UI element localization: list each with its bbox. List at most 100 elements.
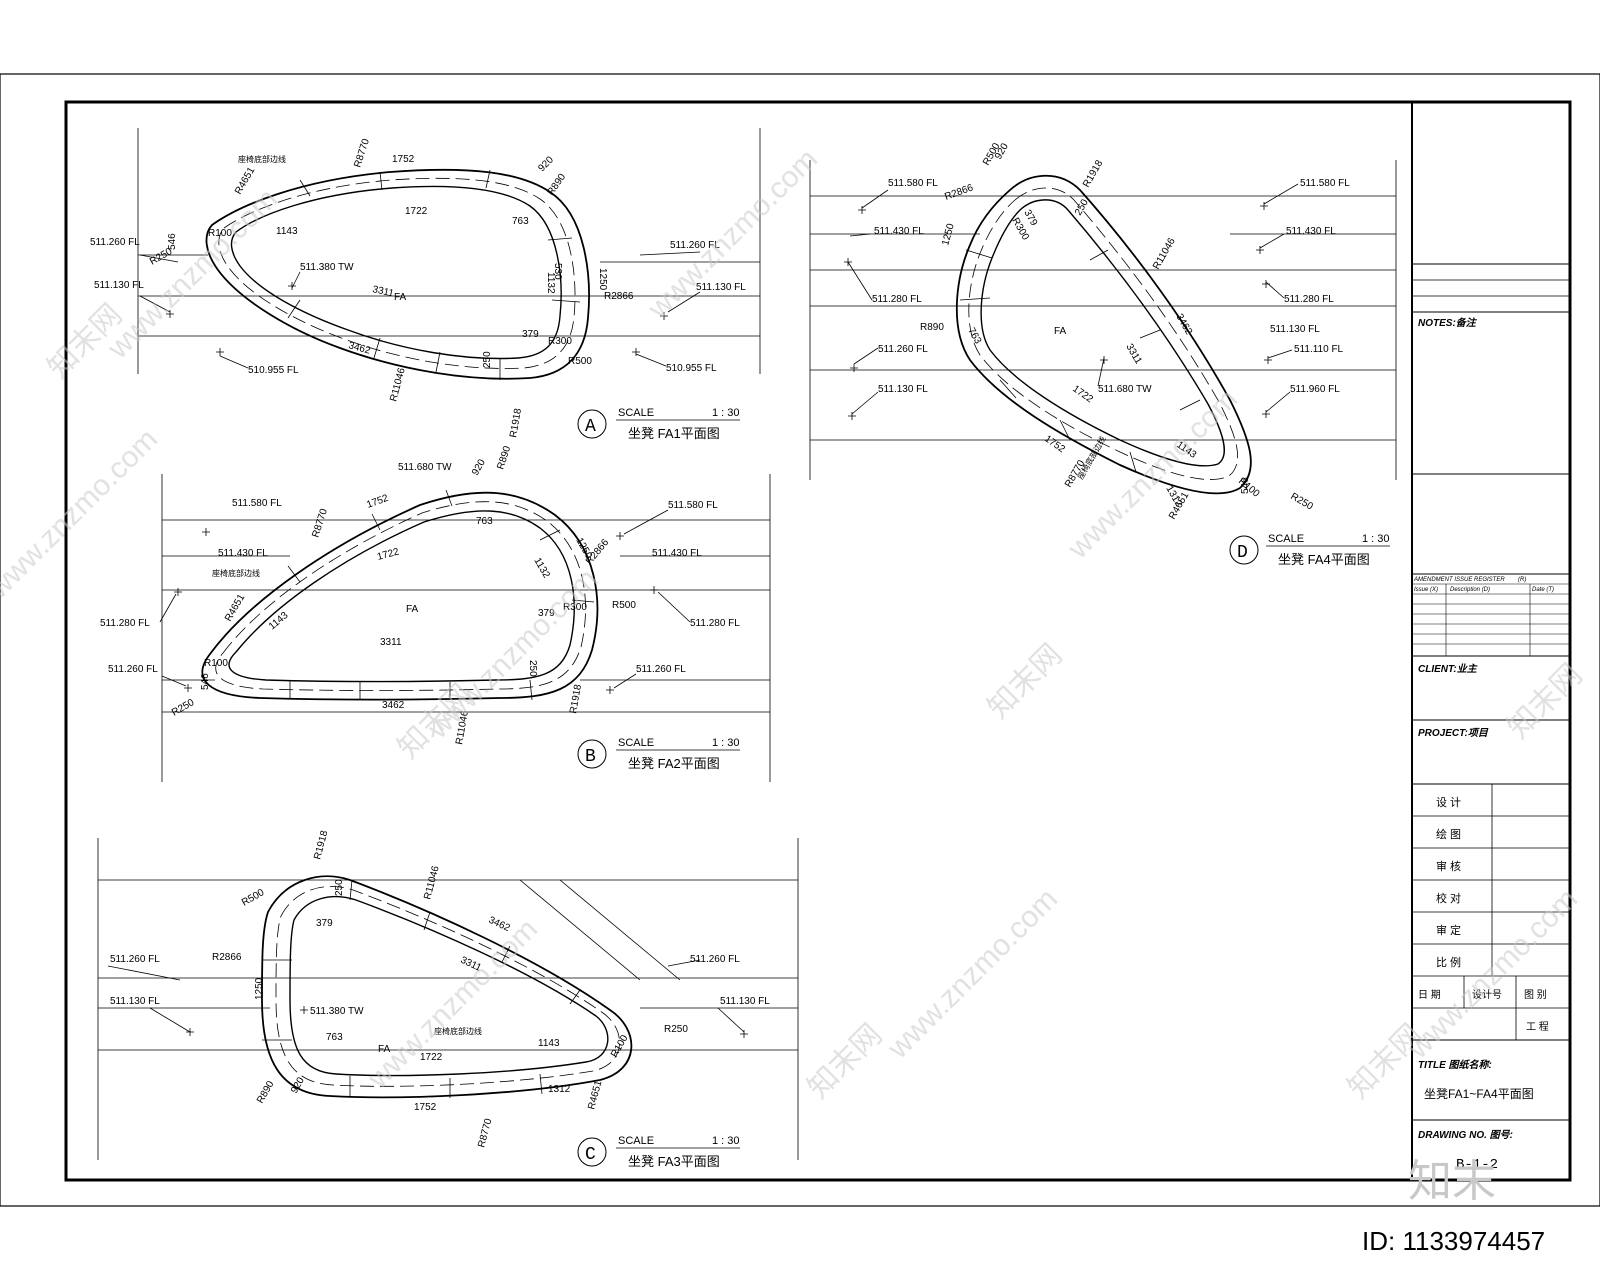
- svg-text:知末网: 知末网: [1342, 1018, 1429, 1105]
- svg-text:Description (D): Description (D): [1450, 587, 1490, 593]
- svg-text:1 : 30: 1 : 30: [712, 1135, 740, 1147]
- svg-text:511.130 FL: 511.130 FL: [110, 996, 160, 1007]
- svg-text:座椅底部边线: 座椅底部边线: [238, 154, 286, 164]
- svg-text:511.430 FL: 511.430 FL: [874, 226, 924, 237]
- svg-text:R11046: R11046: [1151, 236, 1178, 272]
- svg-text:3311: 3311: [371, 284, 395, 299]
- svg-text:920: 920: [536, 154, 556, 174]
- svg-text:Issue (X): Issue (X): [1414, 587, 1438, 593]
- svg-text:R8770: R8770: [352, 137, 372, 169]
- svg-text:511.280 FL: 511.280 FL: [1284, 294, 1334, 305]
- svg-text:763: 763: [965, 326, 983, 346]
- svg-text:坐凳 FA3平面图: 坐凳 FA3平面图: [628, 1154, 720, 1169]
- svg-text:1722: 1722: [376, 546, 401, 562]
- svg-text:511.680 TW: 511.680 TW: [1098, 384, 1152, 395]
- svg-text:1722: 1722: [1070, 383, 1095, 405]
- svg-text:www.znzmo.com: www.znzmo.com: [641, 142, 824, 325]
- svg-text:510.955 FL: 510.955 FL: [666, 363, 717, 374]
- svg-text:511.580 FL: 511.580 FL: [1300, 178, 1350, 189]
- svg-text:1752: 1752: [392, 154, 415, 165]
- svg-text:R100: R100: [208, 228, 232, 239]
- svg-text:511.260 FL: 511.260 FL: [670, 240, 720, 251]
- svg-text:R11046: R11046: [422, 864, 442, 900]
- svg-text:R1918: R1918: [508, 407, 524, 438]
- svg-text:SCALE: SCALE: [618, 1135, 654, 1147]
- svg-text:绘 图: 绘 图: [1436, 827, 1461, 841]
- svg-text:R500: R500: [612, 600, 636, 611]
- svg-text:R890: R890: [545, 171, 568, 197]
- svg-text:设 计: 设 计: [1436, 796, 1461, 809]
- svg-text:R890: R890: [920, 322, 944, 333]
- svg-text:审 核: 审 核: [1436, 859, 1461, 873]
- svg-text:250: 250: [482, 351, 493, 368]
- svg-text:511.280 FL: 511.280 FL: [690, 618, 740, 629]
- svg-text:知末网: 知末网: [1502, 658, 1589, 745]
- svg-text:511.430 FL: 511.430 FL: [218, 548, 268, 559]
- outer-border: [0, 73, 1600, 1207]
- svg-text:511.430 FL: 511.430 FL: [652, 548, 702, 559]
- svg-text:R300: R300: [548, 336, 572, 347]
- watermark-id: ID: 1133974457: [1362, 1226, 1545, 1256]
- svg-text:511.130 FL: 511.130 FL: [1270, 324, 1320, 335]
- svg-text:511.260 FL: 511.260 FL: [108, 664, 158, 675]
- svg-text:1 : 30: 1 : 30: [712, 737, 740, 749]
- svg-text:R4651: R4651: [586, 1079, 604, 1111]
- svg-text:座椅底部边线: 座椅底部边线: [1075, 434, 1108, 481]
- watermark-logo: 知末: [1408, 1157, 1496, 1206]
- svg-text:1250: 1250: [597, 268, 608, 291]
- drawing-no-label: DRAWING NO. 图号:: [1418, 1129, 1513, 1141]
- svg-text:3462: 3462: [382, 700, 405, 711]
- svg-text:R4651: R4651: [223, 592, 247, 623]
- svg-text:511.110 FL: 511.110 FL: [1294, 344, 1344, 355]
- svg-text:R100: R100: [609, 1033, 631, 1060]
- svg-text:511.260 FL: 511.260 FL: [90, 237, 140, 248]
- svg-text:设计号: 设计号: [1472, 988, 1502, 1001]
- svg-text:R1918: R1918: [312, 829, 330, 861]
- svg-text:1312: 1312: [548, 1084, 571, 1095]
- svg-text:R500: R500: [240, 887, 267, 909]
- svg-text:R1918: R1918: [568, 683, 584, 714]
- svg-text:B: B: [585, 747, 596, 767]
- svg-text:3311: 3311: [380, 637, 402, 648]
- svg-text:1752: 1752: [1042, 433, 1067, 455]
- svg-text:1132: 1132: [545, 272, 556, 294]
- svg-text:511.380 TW: 511.380 TW: [310, 1006, 364, 1017]
- svg-text:D: D: [1237, 543, 1248, 563]
- svg-text:比 例: 比 例: [1436, 955, 1461, 969]
- svg-text:www.znzmo.com: www.znzmo.com: [0, 422, 164, 605]
- svg-text:R890: R890: [495, 444, 513, 471]
- svg-text:FA: FA: [378, 1044, 391, 1055]
- svg-text:R890: R890: [255, 1079, 277, 1106]
- svg-text:511.260 FL: 511.260 FL: [878, 344, 928, 355]
- svg-text:510.955 FL: 510.955 FL: [248, 365, 299, 376]
- svg-text:SCALE: SCALE: [1268, 533, 1304, 545]
- svg-text:R250: R250: [170, 697, 197, 719]
- svg-text:R300: R300: [563, 602, 587, 613]
- svg-text:R2866: R2866: [212, 952, 242, 963]
- svg-text:3311: 3311: [1123, 342, 1143, 367]
- svg-text:A: A: [585, 417, 596, 437]
- inner-border: [64, 100, 1572, 1182]
- svg-text:1143: 1143: [267, 610, 291, 633]
- svg-text:校 对: 校 对: [1436, 891, 1461, 905]
- plan-a: 1752 1722 3311 3462 1143 763 379 250 530…: [90, 128, 761, 441]
- svg-text:C: C: [585, 1145, 596, 1165]
- client-label: CLIENT:业主: [1418, 663, 1478, 675]
- notes-label: NOTES:备注: [1418, 317, 1478, 329]
- svg-text:坐凳 FA2平面图: 坐凳 FA2平面图: [628, 756, 720, 771]
- svg-text:511.580 FL: 511.580 FL: [232, 498, 282, 509]
- svg-text:FA: FA: [394, 292, 407, 303]
- svg-text:坐凳 FA1平面图: 坐凳 FA1平面图: [628, 426, 720, 441]
- title-value: 坐凳FA1~FA4平面图: [1424, 1086, 1534, 1101]
- svg-text:www.znzmo.com: www.znzmo.com: [1401, 882, 1584, 1065]
- svg-text:知末网: 知末网: [982, 638, 1069, 725]
- svg-text:511.260 FL: 511.260 FL: [636, 664, 686, 675]
- svg-text:920: 920: [289, 1075, 307, 1095]
- svg-text:511.280 FL: 511.280 FL: [872, 294, 922, 305]
- svg-text:379: 379: [522, 329, 539, 340]
- svg-text:511.260 FL: 511.260 FL: [110, 954, 160, 965]
- svg-text:1 : 30: 1 : 30: [712, 407, 740, 419]
- svg-text:511.280 FL: 511.280 FL: [100, 618, 150, 629]
- svg-text:511.680 TW: 511.680 TW: [398, 462, 452, 473]
